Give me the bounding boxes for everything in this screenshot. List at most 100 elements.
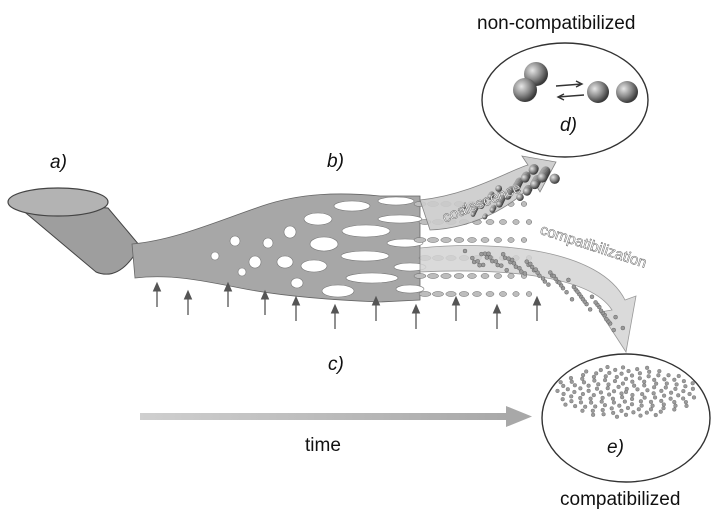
compatibilized-droplet bbox=[611, 327, 616, 333]
upward-arrows bbox=[152, 281, 542, 329]
dispersed-droplet-e bbox=[578, 386, 583, 391]
dispersed-droplet-e bbox=[592, 378, 597, 383]
dispersed-droplet-e bbox=[657, 369, 662, 374]
dispersed-droplet-e bbox=[620, 381, 625, 386]
dispersed-droplet-e bbox=[637, 376, 642, 381]
small-droplet bbox=[440, 273, 452, 279]
coalescence-droplets bbox=[462, 164, 560, 220]
dispersed-droplet-e bbox=[620, 395, 625, 400]
dispersed-droplet-e bbox=[631, 410, 636, 415]
compatibilized-droplet bbox=[480, 262, 486, 268]
dispersed-droplet-e bbox=[611, 400, 616, 405]
dispersed-droplet-e bbox=[683, 400, 688, 405]
dispersed-droplet-e bbox=[652, 385, 657, 390]
dispersed-droplet-e bbox=[632, 383, 637, 388]
dispersed-droplet-e bbox=[599, 399, 604, 404]
compatibilized-droplet bbox=[587, 307, 593, 312]
coalescing-droplet bbox=[496, 200, 503, 208]
small-droplet bbox=[413, 237, 427, 243]
compatibilized-droplet bbox=[589, 294, 595, 299]
coalescing-droplet bbox=[489, 207, 496, 213]
dispersed-droplet-e bbox=[640, 392, 645, 397]
small-droplet bbox=[507, 273, 515, 279]
up-arrow-head bbox=[223, 281, 233, 292]
dispersed-droplet-e bbox=[666, 373, 671, 378]
coalescing-droplet bbox=[470, 212, 476, 217]
dispersed-droplet-e bbox=[664, 381, 669, 386]
dispersed-droplet-e bbox=[630, 392, 635, 398]
dispersed-droplet-e bbox=[610, 396, 615, 401]
small-droplet bbox=[499, 219, 507, 225]
compatibilized-droplet bbox=[519, 269, 524, 274]
dispersed-droplet-e bbox=[638, 413, 643, 418]
small-droplet bbox=[427, 237, 439, 243]
label-d: d) bbox=[560, 115, 577, 136]
blend-flow bbox=[131, 193, 421, 303]
small-droplet bbox=[520, 237, 528, 243]
dispersed-droplet-e bbox=[594, 371, 599, 376]
label-c: c) bbox=[328, 354, 344, 375]
dispersed-droplet-e bbox=[619, 371, 624, 376]
dispersed-droplet-e bbox=[583, 404, 588, 409]
small-droplet bbox=[453, 237, 465, 243]
dispersed-droplets bbox=[210, 196, 427, 298]
dispersed-droplet-e bbox=[561, 383, 566, 388]
dispersed-droplet-e bbox=[629, 373, 635, 378]
dispersed-droplet-e bbox=[612, 379, 618, 384]
dispersed-droplet-e bbox=[619, 408, 624, 413]
compatibilized-droplet bbox=[528, 261, 533, 267]
dispersed-droplet-e bbox=[590, 408, 595, 413]
dispersed-droplet-e bbox=[600, 395, 605, 400]
dispersed-droplet-e bbox=[672, 377, 677, 382]
dispersed-droplet-e bbox=[614, 414, 620, 419]
dispersed-droplet-e bbox=[663, 385, 668, 390]
label-e: e) bbox=[607, 437, 624, 458]
compatibilized-droplet bbox=[488, 255, 493, 260]
compatibilized-droplet bbox=[540, 276, 546, 281]
coalescing-droplet bbox=[516, 193, 524, 202]
compatibilized-droplet bbox=[486, 251, 491, 256]
compatibilized-droplet bbox=[613, 314, 618, 320]
coalescing-droplet bbox=[462, 205, 466, 209]
dispersed-droplet-e bbox=[581, 373, 586, 378]
compatibilized-droplet bbox=[533, 267, 538, 272]
small-droplet bbox=[427, 273, 439, 279]
dispersed-droplet-e bbox=[591, 374, 596, 379]
small-droplet bbox=[440, 237, 452, 243]
dispersed-droplet-e bbox=[642, 383, 647, 388]
dispersed-droplet-e bbox=[563, 402, 568, 407]
dispersed-droplet-e bbox=[622, 399, 627, 404]
compatibilized-droplet bbox=[546, 282, 551, 287]
dispersed-droplet-e bbox=[607, 392, 612, 397]
dispersed-droplet-e bbox=[611, 389, 617, 394]
dispersed-droplet-e bbox=[596, 382, 601, 387]
small-droplet bbox=[445, 291, 457, 297]
dispersed-droplet-e bbox=[676, 373, 681, 379]
dispersed-droplet-e bbox=[638, 399, 643, 404]
dispersed-droplet-e bbox=[681, 389, 686, 394]
dispersed-droplet-e bbox=[636, 407, 641, 412]
dispersed-droplet-e bbox=[648, 407, 654, 412]
dispersed-droplet-e bbox=[672, 407, 677, 412]
small-droplet bbox=[499, 291, 507, 297]
label-a: a) bbox=[50, 152, 67, 173]
compatibilized-droplet bbox=[493, 259, 499, 264]
coalescing-droplet bbox=[495, 185, 503, 192]
dispersed-droplet-e bbox=[674, 382, 679, 387]
dispersed-droplet-e bbox=[561, 391, 566, 397]
dispersed-droplet-e bbox=[681, 379, 686, 384]
dispersed-droplet-e bbox=[642, 395, 647, 400]
dispersed-droplet-e bbox=[662, 393, 667, 398]
dispersed-droplet-e bbox=[623, 376, 629, 381]
dispersed-droplet-e bbox=[662, 377, 667, 382]
dispersed-droplet-e bbox=[673, 386, 678, 391]
compatibilized-droplet bbox=[580, 297, 586, 302]
compatibilized-droplet bbox=[471, 259, 477, 265]
dispersed-droplet-e bbox=[656, 373, 661, 378]
dispersed-droplet-e bbox=[617, 403, 622, 408]
dispersed-droplet-e bbox=[619, 391, 624, 396]
dispersed-droplet-e bbox=[593, 404, 598, 409]
dispersed-droplet-e bbox=[654, 381, 659, 386]
dispersed-droplet-e bbox=[573, 404, 578, 409]
up-arrow-head bbox=[330, 303, 340, 314]
